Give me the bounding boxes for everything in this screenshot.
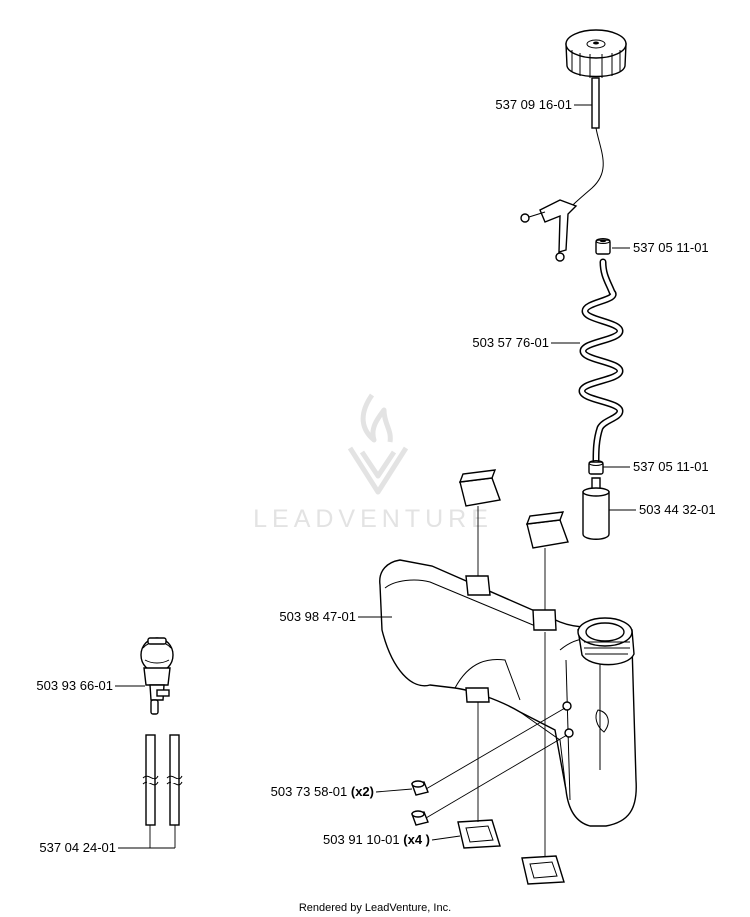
part-label-primer-bulb: 503 93 66-01 <box>36 678 113 693</box>
primer-bulb <box>140 637 174 715</box>
pad-alignment-lines <box>477 506 546 856</box>
rubber-pad-bottom-right <box>521 855 565 885</box>
part-label-fuel-line: 537 04 24-01 <box>39 840 116 855</box>
tank-grommets <box>411 707 568 826</box>
fuel-cap <box>520 29 627 262</box>
part-label-rubber-pad: 503 91 10-01 (x4 ) <box>323 832 430 847</box>
grommet-top <box>595 238 611 255</box>
fuel-lines <box>142 734 183 826</box>
leader-lines <box>115 104 636 849</box>
leadventure-watermark: LEADVENTURE <box>253 393 493 533</box>
part-label-grommet-top: 537 05 11-01 <box>633 240 709 255</box>
part-labels: 537 09 16-01 537 05 11-01 503 57 76-01 5… <box>36 97 715 855</box>
flame-logo-icon <box>347 393 409 495</box>
part-label-fuel-tank: 503 98 47-01 <box>279 609 356 624</box>
fuel-hose-coil <box>578 258 624 464</box>
part-label-fuel-cap: 537 09 16-01 <box>495 97 572 112</box>
rubber-pad-top-left <box>458 469 501 507</box>
part-label-grommet-lower: 537 05 11-01 <box>633 459 709 474</box>
rubber-pad-top-right <box>525 511 569 549</box>
part-label-tank-grommet: 503 73 58-01 (x2) <box>271 784 374 799</box>
fuel-tank <box>379 559 637 827</box>
watermark-text: LEADVENTURE <box>253 505 493 533</box>
fuel-filter <box>582 477 610 540</box>
part-label-fuel-filter: 503 44 32-01 <box>639 502 716 517</box>
part-label-fuel-hose: 503 57 76-01 <box>472 335 549 350</box>
footer-credit: Rendered by LeadVenture, Inc. <box>299 902 451 914</box>
rubber-pad-bottom-left <box>457 819 501 849</box>
grommet-lower <box>588 460 604 475</box>
